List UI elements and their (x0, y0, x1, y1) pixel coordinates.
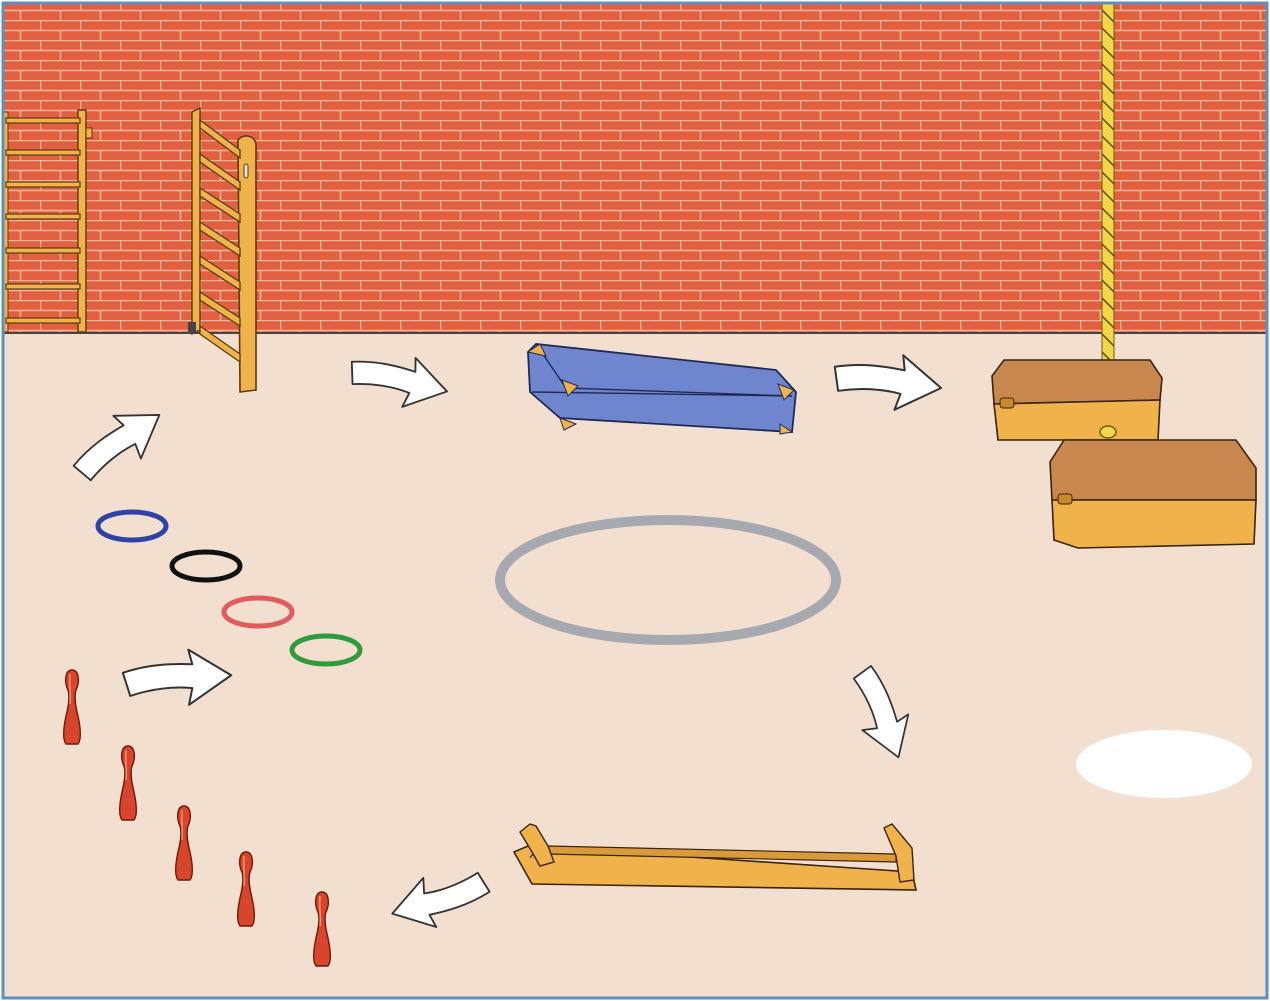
vaulting-box-back (992, 360, 1162, 440)
vaulting-box-front (1050, 440, 1256, 548)
rope-end (1100, 426, 1116, 438)
floor-spot (1076, 730, 1252, 798)
